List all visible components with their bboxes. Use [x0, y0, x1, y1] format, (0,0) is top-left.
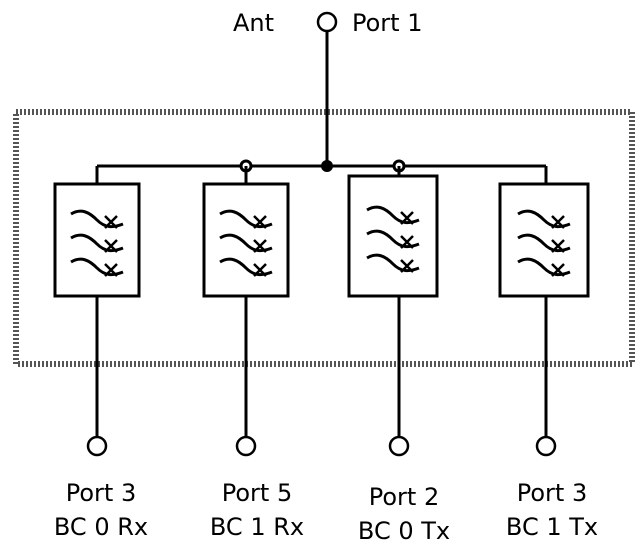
port-terminal-1: [86, 435, 108, 457]
band-label: BC 1 Tx: [505, 513, 599, 541]
port-label-group-4: Port 3 BC 1 Tx: [506, 476, 598, 544]
bandpass-filter-2: [202, 182, 290, 298]
filter-branch-4: [498, 166, 590, 457]
port-name-label: Port 5: [221, 479, 293, 507]
filter-branch-2: [202, 166, 290, 457]
filter-branch-1: [53, 166, 141, 457]
module-enclosure: [13, 109, 635, 367]
port-terminal-2: [235, 435, 257, 457]
antenna-port-label: Port 1: [352, 9, 423, 37]
antenna-port-terminal: [316, 11, 338, 33]
port-label-group-2: Port 5 BC 1 Rx: [210, 476, 304, 544]
bandpass-filter-1: [53, 182, 141, 298]
band-label: BC 1 Rx: [209, 513, 305, 541]
antenna-label: Ant: [233, 9, 275, 37]
band-label: BC 0 Rx: [53, 513, 149, 541]
port-terminal-3: [388, 435, 410, 457]
port-label-group-3: Port 2 BC 0 Tx: [358, 480, 450, 548]
bandpass-filter-4: [498, 182, 590, 298]
port-name-label: Port 3: [65, 479, 137, 507]
port-name-label: Port 2: [368, 483, 440, 511]
port-terminal-4: [535, 435, 557, 457]
bus-junction-main: [321, 160, 333, 172]
filter-branch-3: [347, 166, 439, 457]
band-label: BC 0 Tx: [357, 517, 451, 545]
bandpass-filter-3: [347, 174, 439, 298]
port-name-label: Port 3: [516, 479, 588, 507]
port-label-group-1: Port 3 BC 0 Rx: [54, 476, 148, 544]
